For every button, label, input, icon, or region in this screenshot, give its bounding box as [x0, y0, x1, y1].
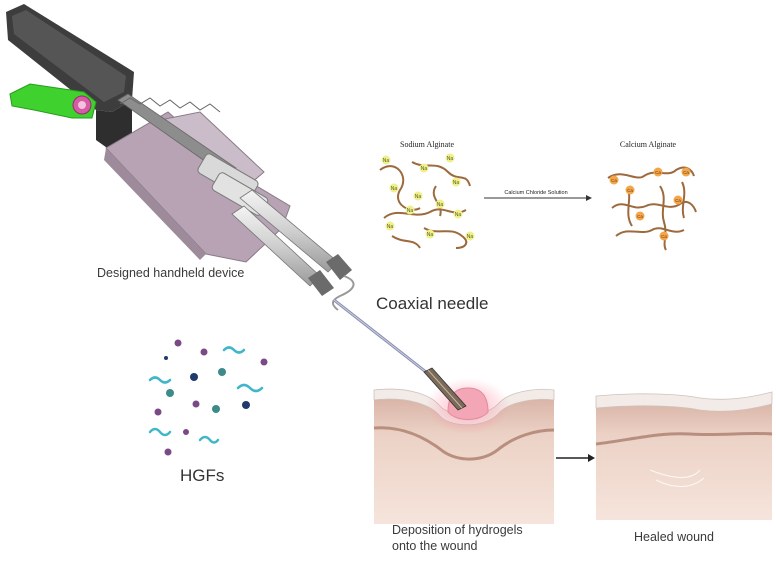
label-hgfs: HGFs — [180, 466, 225, 485]
na-ion-label: Na — [427, 232, 434, 238]
sodium-alginate-title: Sodium Alginate — [400, 140, 454, 149]
healed-wound-panel — [595, 391, 773, 520]
healing-arrow — [556, 454, 595, 462]
label-deposition: Deposition of hydrogels onto the wound — [392, 522, 562, 554]
na-ion-label: Na — [467, 234, 474, 240]
ca-ion-label: Ca — [661, 234, 667, 239]
na-ion-label: Na — [383, 158, 390, 164]
handheld-device — [6, 4, 427, 374]
syringe-barrels — [231, 189, 355, 311]
label-healed-wound: Healed wound — [634, 530, 714, 544]
na-ion-label: Na — [437, 202, 444, 208]
coaxial-needle — [333, 298, 427, 374]
hgf-particles — [148, 339, 268, 456]
na-ion-label: Na — [453, 180, 460, 186]
ca-ion-label: Ca — [627, 188, 633, 193]
ca-ion-label: Ca — [675, 198, 681, 203]
na-ions: Na Na Na Na Na Na Na Na Na Na Na Na — [381, 153, 475, 241]
na-ion-label: Na — [447, 156, 454, 162]
device-handle — [6, 4, 134, 150]
na-ion-label: Na — [421, 166, 428, 172]
label-deposition-line1: Deposition of hydrogels — [392, 523, 523, 537]
na-ion-label: Na — [415, 194, 422, 200]
label-deposition-line2: onto the wound — [392, 539, 478, 553]
needle-tip — [423, 367, 467, 411]
label-coaxial-needle: Coaxial needle — [376, 294, 489, 313]
label-handheld-device: Designed handheld device — [97, 266, 245, 280]
ca-ion-label: Ca — [637, 214, 643, 219]
wound-deposition-panel — [373, 367, 555, 524]
calcium-alginate-title: Calcium Alginate — [620, 140, 677, 149]
ca-ion-label: Ca — [683, 170, 689, 175]
reaction-arrow-label: Calcium Chloride Solution — [504, 190, 567, 196]
reaction-arrow: Calcium Chloride Solution — [484, 190, 592, 201]
sodium-alginate-network: Na Na Na Na Na Na Na Na Na Na Na Na Sodi… — [379, 140, 475, 249]
ca-ion-label: Ca — [611, 178, 617, 183]
ca-ion-label: Ca — [655, 170, 661, 175]
na-ion-label: Na — [391, 186, 398, 192]
na-ion-label: Na — [455, 212, 462, 218]
trigger-lever — [9, 83, 97, 119]
calcium-alginate-network: Ca Ca Ca Ca Ca Ca Ca Calcium Alginate — [607, 140, 697, 251]
ca-ions: Ca Ca Ca Ca Ca Ca Ca — [609, 167, 691, 241]
na-ion-label: Na — [407, 208, 414, 214]
na-ion-label: Na — [387, 224, 394, 230]
